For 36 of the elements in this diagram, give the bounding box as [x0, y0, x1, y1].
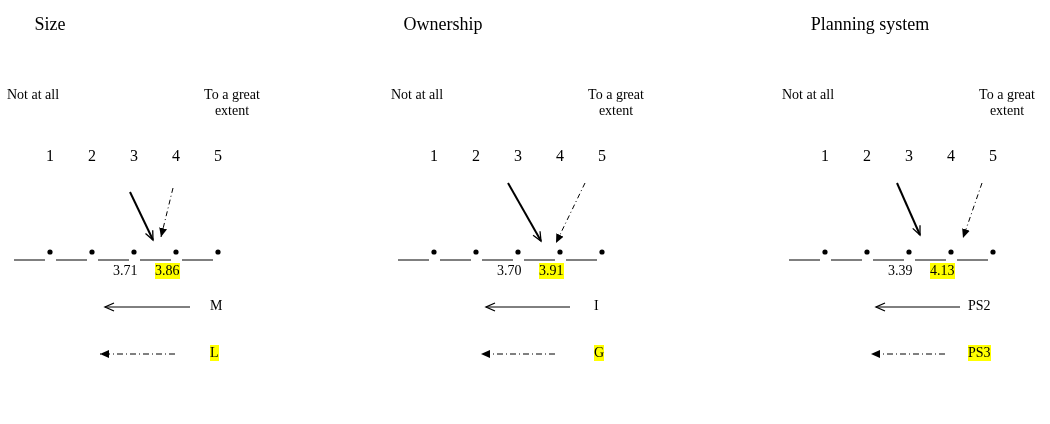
- mean-value: 3.39: [888, 263, 913, 280]
- scale-number: 1: [821, 147, 829, 166]
- scale-number: 2: [863, 147, 871, 166]
- mean-value: 3.71: [113, 263, 138, 280]
- scale-anchor-label: Not at all: [781, 87, 835, 104]
- scale-anchor-label: Not at all: [390, 87, 444, 104]
- legend-label: M: [210, 298, 223, 315]
- mean-value: 4.13: [930, 263, 955, 280]
- scale-number: 1: [46, 147, 54, 166]
- legend-label: PS3: [968, 345, 991, 362]
- scale-number: 2: [472, 147, 480, 166]
- legend-label: PS2: [968, 298, 991, 315]
- legend-label: G: [594, 345, 605, 362]
- scale-anchor-label: Not at all: [6, 87, 60, 104]
- scale-number: 2: [88, 147, 96, 166]
- scale-number: 4: [556, 147, 564, 166]
- scale-anchor-label: To a great extent: [978, 87, 1036, 120]
- scale-number: 4: [172, 147, 180, 166]
- scale-number: 5: [989, 147, 997, 166]
- mean-value: 3.86: [155, 263, 180, 280]
- scale-anchor-label: To a great extent: [203, 87, 261, 120]
- scale-number: 3: [130, 147, 138, 166]
- scale-number: 1: [430, 147, 438, 166]
- scale-anchor-label: To a great extent: [587, 87, 645, 120]
- panel-title: Planning system: [810, 14, 930, 35]
- legend-label: L: [210, 345, 219, 362]
- mean-value: 3.91: [539, 263, 564, 280]
- scale-number: 3: [514, 147, 522, 166]
- panel-title: Ownership: [403, 14, 483, 35]
- scale-number: 4: [947, 147, 955, 166]
- scale-number: 5: [214, 147, 222, 166]
- scale-number: 5: [598, 147, 606, 166]
- legend-label: I: [594, 298, 599, 315]
- mean-value: 3.70: [497, 263, 522, 280]
- scale-number: 3: [905, 147, 913, 166]
- panel-title: Size: [34, 14, 66, 35]
